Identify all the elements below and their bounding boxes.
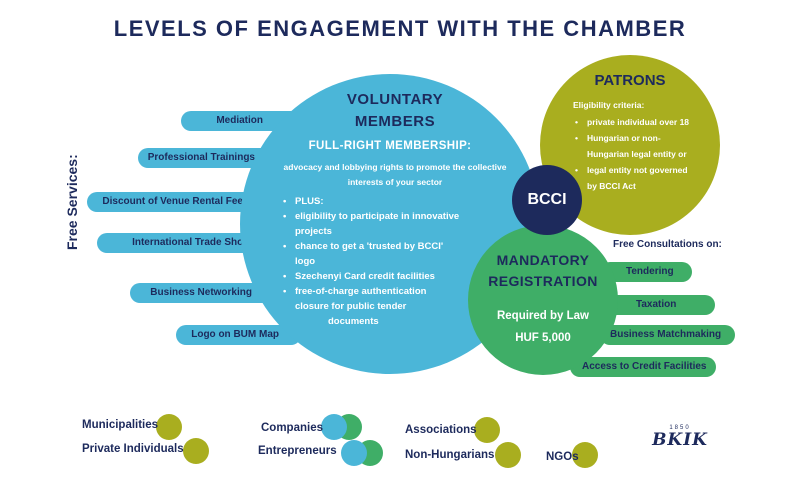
- list-item: eligibility to participate in innovative: [283, 209, 493, 224]
- voluntary-benefits-list: PLUS: eligibility to participate in inno…: [283, 194, 493, 329]
- consultations-label: Free Consultations on:: [613, 239, 722, 250]
- eligibility-label: Eligibility criteria:: [573, 100, 645, 110]
- free-services-label: Free Services:: [64, 154, 80, 250]
- legend-companies: Companies: [261, 422, 323, 434]
- list-item: Hungarian legal entity or: [587, 149, 687, 159]
- membership-description: advocacy and lobbying rights to promote …: [283, 162, 507, 187]
- logo-sub: 1850: [669, 425, 691, 431]
- service-pill-mediation: Mediation: [181, 111, 301, 131]
- legend-dot-olive: [474, 417, 500, 443]
- list-item: private individual over 18: [573, 114, 723, 130]
- logo-text: BKIK: [652, 430, 708, 450]
- list-item: closure for public tender: [295, 301, 407, 312]
- legend-dot-olive: [495, 442, 521, 468]
- patrons-heading: PATRONS: [594, 72, 666, 89]
- list-item: Hungarian or non-: [573, 130, 723, 146]
- required-by-law: Required by Law: [496, 310, 590, 322]
- list-item: PLUS:: [283, 194, 493, 209]
- bkik-logo: 1850 BKIK: [650, 425, 710, 449]
- mandatory-registration-circle: [468, 225, 618, 375]
- list-item: by BCCI Act: [587, 181, 636, 191]
- bcci-label: BCCI: [527, 191, 567, 208]
- registration-fee: HUF 5,000: [515, 332, 571, 344]
- consult-pill-tendering: Tendering: [600, 262, 692, 282]
- legend-non-hungarians: Non-Hungarians: [405, 449, 495, 461]
- legend-dot-blue: [321, 414, 347, 440]
- legend-private-individuals: Private Individuals: [82, 443, 184, 455]
- bcci-circle: BCCI: [512, 165, 582, 235]
- legend-associations: Associations: [405, 424, 477, 436]
- list-item: chance to get a 'trusted by BCCI': [283, 239, 493, 254]
- mandatory-heading: MANDATORY REGISTRATION: [488, 252, 598, 289]
- consult-pill-credit: Access to Credit Facilities: [570, 357, 716, 377]
- list-item: documents: [328, 316, 379, 327]
- legend-ngos: NGOs: [546, 451, 579, 463]
- legend-municipalities: Municipalities: [82, 419, 159, 431]
- legend-dot-olive: [183, 438, 209, 464]
- list-item: logo: [295, 256, 316, 267]
- service-pill-bum-map: Logo on BUM Map: [176, 325, 301, 345]
- list-item: Szechenyi Card credit facilities: [283, 269, 493, 284]
- service-pill-trade-show: International Trade Show: [97, 233, 257, 253]
- list-item: free-of-charge authentication: [283, 284, 493, 299]
- service-pill-networking: Business Networking: [130, 283, 280, 303]
- voluntary-heading: VOLUNTARY MEMBERS: [346, 91, 444, 130]
- consult-pill-matchmaking: Business Matchmaking: [600, 325, 735, 345]
- list-item: legal entity not governed: [573, 162, 723, 178]
- legend-dot-olive: [156, 414, 182, 440]
- legend-dot-olive: [572, 442, 598, 468]
- consult-pill-taxation: Taxation: [600, 295, 715, 315]
- list-item: projects: [295, 226, 332, 237]
- page-title: LEVELS OF ENGAGEMENT WITH THE CHAMBER: [113, 16, 687, 41]
- service-pill-professional-trainings: Professional Trainings: [138, 148, 283, 168]
- legend-dot-blue: [341, 440, 367, 466]
- membership-subheading: FULL-RIGHT MEMBERSHIP:: [308, 140, 472, 152]
- patrons-criteria-list: private individual over 18 Hungarian or …: [573, 114, 723, 194]
- service-pill-venue-discount: Discount of Venue Rental Fee: [87, 192, 257, 212]
- legend-entrepreneurs: Entrepreneurs: [258, 445, 337, 457]
